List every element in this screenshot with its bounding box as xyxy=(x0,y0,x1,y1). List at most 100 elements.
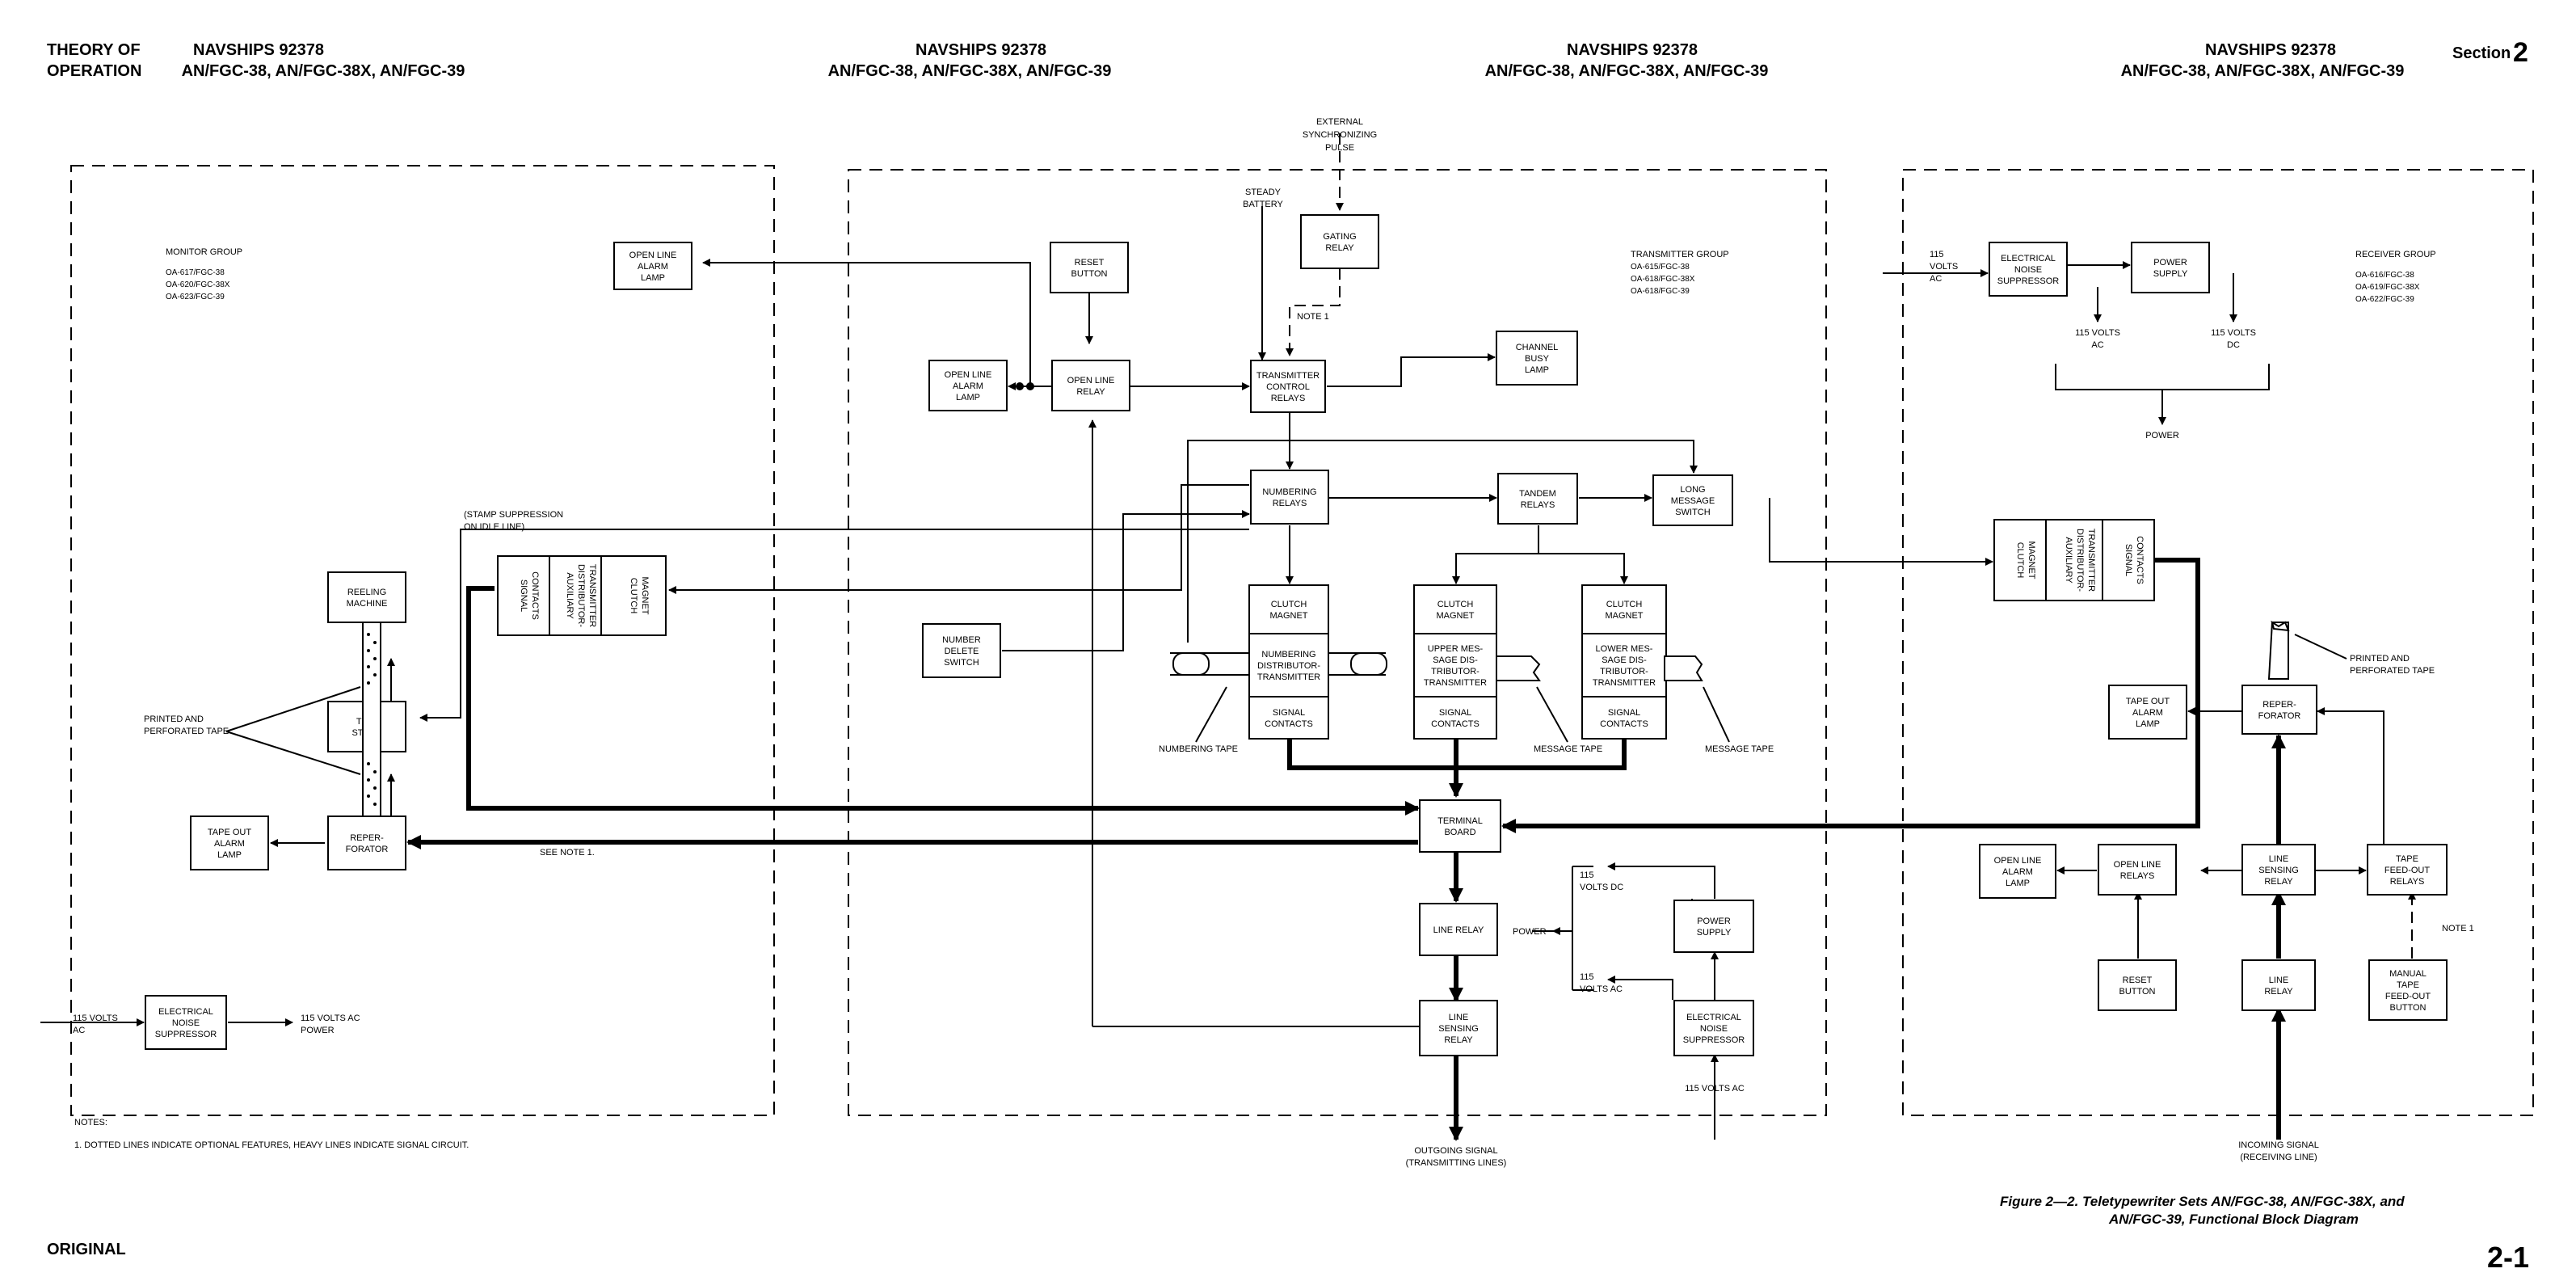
box-label-line: SUPPLY xyxy=(2153,269,2188,279)
box-label-line: SIGNAL xyxy=(519,579,528,612)
box-label-line: CLUTCH xyxy=(629,578,638,614)
box-frame xyxy=(928,360,1008,411)
box-label-line: CONTACTS xyxy=(1265,719,1313,729)
tx-115ac-2: VOLTS AC xyxy=(1580,984,1623,994)
box-frame xyxy=(2098,959,2177,1011)
box-label-line: TANDEM xyxy=(1519,489,1556,499)
printed-right-2: PERFORATED TAPE xyxy=(2350,666,2435,676)
box-label-line: LAMP xyxy=(641,273,665,283)
box-label-line: TRANSMITTER xyxy=(587,564,597,627)
box-label-line: TAPE xyxy=(2396,854,2418,864)
numbering-tape-left xyxy=(1172,652,1210,676)
tandem-to-lower-clutch xyxy=(1538,525,1628,584)
box-label-line: LINE xyxy=(2269,854,2288,864)
box-frame xyxy=(190,816,269,870)
box-label-line: SAGE DIS- xyxy=(1602,655,1647,665)
box-tx-line-relay: LINE RELAY xyxy=(1419,903,1498,956)
box-label-line: ALARM xyxy=(214,839,245,849)
box-label-line: NOISE xyxy=(172,1018,200,1028)
box-label-line: BUSY xyxy=(1525,354,1550,364)
box-label-line: DISTRIBUTOR- xyxy=(576,564,586,627)
tx-psu-to-dc xyxy=(1607,862,1715,899)
note1-label: NOTE 1 xyxy=(1297,312,1329,322)
free-labels: EXTERNAL SYNCHRONIZING PULSE STEADY BATT… xyxy=(73,117,2474,1168)
svg-text:OA-616/FGC-38: OA-616/FGC-38 xyxy=(2355,271,2414,280)
box-label-line: RELAYS xyxy=(1521,500,1555,510)
svg-text:MONITOR GROUP: MONITOR GROUP xyxy=(166,247,242,257)
steady-battery-1: STEADY xyxy=(1245,188,1282,197)
header-operation: OPERATION xyxy=(47,62,141,80)
box-frame xyxy=(2367,844,2448,896)
box-frame xyxy=(2368,959,2448,1021)
numbering-tape-right xyxy=(1350,652,1387,676)
ext-sync-3: PULSE xyxy=(1325,143,1354,153)
notes-line-1: 1. DOTTED LINES INDICATE OPTIONAL FEATUR… xyxy=(74,1140,469,1150)
box-label-line: BUTTON xyxy=(2389,1003,2426,1013)
box-rx-reperforator: REPER-FORATOR xyxy=(2241,685,2317,735)
svg-text:OA-622/FGC-39: OA-622/FGC-39 xyxy=(2355,295,2414,304)
box-frame xyxy=(145,995,227,1050)
box-label-line: ALARM xyxy=(2132,708,2163,718)
box-frame xyxy=(1989,242,2068,297)
box-label-line: AUXILIARY xyxy=(565,572,575,619)
box-label-line: ALARM xyxy=(638,262,668,272)
rx-power-bracket xyxy=(2055,364,2270,390)
rx-115ac-2: AC xyxy=(2091,340,2103,350)
box-label-line: MACHINE xyxy=(347,599,388,609)
svg-text:OA-615/FGC-38: OA-615/FGC-38 xyxy=(1631,263,1690,272)
box-frame xyxy=(1673,900,1754,953)
mon-tape-strip xyxy=(362,622,381,817)
box-frame xyxy=(2045,519,2103,601)
figure-caption-1: Figure 2—2. Teletypewriter Sets AN/FGC-3… xyxy=(2000,1194,2405,1209)
box-label-line: LOWER MES- xyxy=(1596,644,1653,654)
notes-title: NOTES: xyxy=(74,1118,107,1127)
box-label-line: CONTACTS xyxy=(1600,719,1648,729)
tx-suppressor-to-ac xyxy=(1607,976,1673,1000)
box-label-line: RESET xyxy=(1075,258,1105,268)
box-frame xyxy=(1250,360,1326,413)
svg-text:OA-623/FGC-39: OA-623/FGC-39 xyxy=(166,293,225,301)
box-label-line: CLUTCH xyxy=(2015,542,2025,579)
header-models-3: AN/FGC-38, AN/FGC-38X, AN/FGC-39 xyxy=(1485,62,1769,80)
rx-115-in-2: VOLTS xyxy=(1930,262,1958,272)
box-label-line: BOARD xyxy=(1444,828,1475,837)
box-label-line: NUMBER xyxy=(942,635,981,645)
header-theory: THEORY OF xyxy=(47,41,141,59)
box-label-line: CLUTCH xyxy=(1606,600,1643,609)
box-label-line: RELAY xyxy=(1076,387,1105,397)
header-section-number: 2 xyxy=(2513,37,2528,68)
printed-left-1: PRINTED AND xyxy=(144,714,204,724)
box-label-line: NOISE xyxy=(1700,1024,1728,1034)
box-label-line: BUTTON xyxy=(2119,987,2155,997)
box-frame xyxy=(1673,1000,1754,1056)
mon-tape-holes xyxy=(367,633,377,806)
rx-115-in-1: 115 xyxy=(1930,250,1944,259)
box-label-line: OPEN LINE xyxy=(1994,856,2042,866)
numbering-tape-pointer xyxy=(1195,686,1227,743)
rx-power-label: POWER xyxy=(2145,431,2179,440)
message-tape-pointer-1 xyxy=(1536,686,1568,743)
header-docnum-2: NAVSHIPS 92378 xyxy=(915,41,1046,59)
box-label-line: TERMINAL xyxy=(1437,816,1483,826)
box-frame xyxy=(327,816,406,870)
rx-tape-top xyxy=(2271,620,2290,632)
stamp-suppression-line xyxy=(419,529,1249,722)
printed-right-1: PRINTED AND xyxy=(2350,654,2410,664)
notes: NOTES: 1. DOTTED LINES INDICATE OPTIONAL… xyxy=(74,1118,469,1150)
